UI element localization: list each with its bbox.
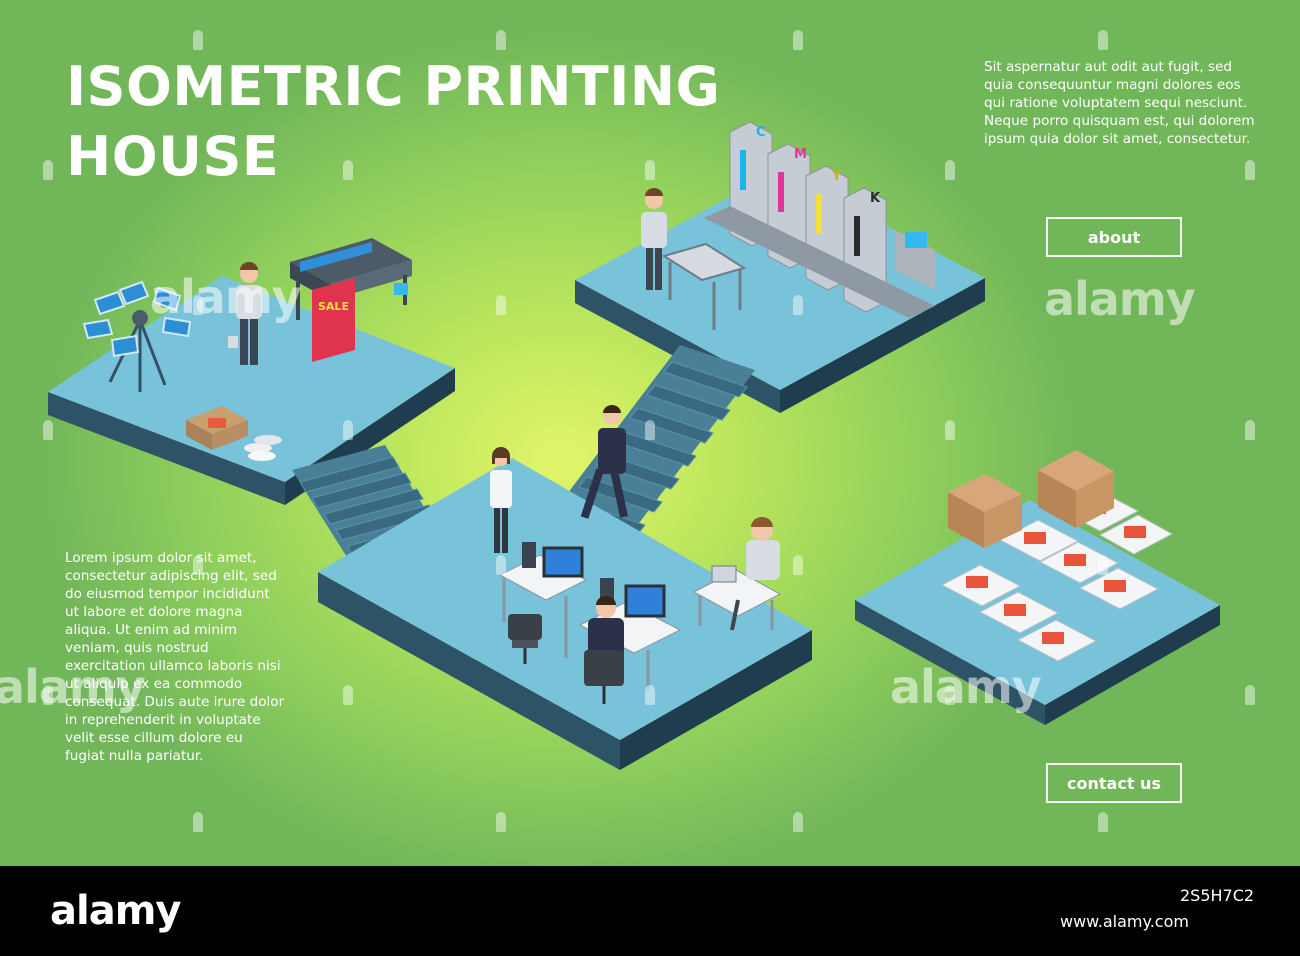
watermark: alamy	[890, 660, 1042, 714]
cmyk-label-k: K	[870, 191, 881, 206]
stock-footer: alamy 2S5H7C2 www.alamy.com	[0, 866, 1300, 956]
watermark-mark	[193, 812, 203, 832]
page-title: ISOMETRIC PRINTING HOUSE	[66, 52, 766, 192]
worker-figure	[228, 262, 262, 365]
watermark-mark	[793, 30, 803, 50]
light-table	[661, 242, 747, 330]
title-line-1: ISOMETRIC PRINTING	[66, 55, 721, 118]
watermark-mark	[1098, 30, 1108, 50]
press-operator-figure	[641, 188, 667, 290]
watermark: alamy	[150, 270, 302, 324]
watermark-mark	[1245, 160, 1255, 180]
watermark-mark	[43, 420, 53, 440]
body-paragraph: Lorem ipsum dolor sit amet, consectetur …	[65, 550, 285, 764]
watermark-mark	[793, 812, 803, 832]
watermark-mark	[793, 555, 803, 575]
watermark-mark	[496, 555, 506, 575]
cmyk-offset-press: C M Y K	[704, 121, 935, 318]
screen-printing-press	[82, 280, 192, 392]
watermark-mark	[645, 685, 655, 705]
watermark-mark	[343, 685, 353, 705]
watermark-mark	[645, 420, 655, 440]
watermark-mark	[945, 685, 955, 705]
cardboard-boxes	[948, 450, 1114, 548]
about-button[interactable]: about	[1046, 217, 1182, 257]
open-box	[186, 406, 248, 450]
watermark-mark	[193, 30, 203, 50]
cmyk-label-m: M	[794, 147, 807, 162]
watermark-mark	[43, 160, 53, 180]
cmyk-label-y: Y	[831, 169, 842, 184]
watermark-mark	[645, 160, 655, 180]
laptop-worker-figure	[730, 517, 780, 631]
desk-right	[692, 565, 782, 630]
watermark-mark	[343, 160, 353, 180]
footer-url[interactable]: www.alamy.com	[1060, 912, 1189, 931]
watermark-mark	[43, 685, 53, 705]
office-chair-left	[508, 614, 542, 664]
businessman-figure	[580, 405, 628, 519]
watermark-mark	[945, 420, 955, 440]
watermark-mark	[1098, 555, 1108, 575]
intro-paragraph: Sit aspernatur aut odit aut fugit, sed q…	[984, 59, 1255, 147]
watermark-mark	[193, 295, 203, 315]
watermark-mark	[1245, 685, 1255, 705]
woman-with-phone-figure	[490, 447, 512, 553]
paper-rolls	[244, 435, 282, 461]
watermark-mark	[496, 30, 506, 50]
watermark: alamy	[1044, 272, 1196, 326]
contact-us-button[interactable]: contact us	[1046, 763, 1182, 803]
wide-format-printer: SALE	[290, 238, 412, 362]
poster-background: ISOMETRIC PRINTING HOUSE Sit aspernatur …	[0, 0, 1300, 866]
watermark-mark	[496, 295, 506, 315]
banner-text: SALE	[318, 300, 349, 313]
seated-worker-center	[584, 596, 624, 704]
watermark-mark	[343, 420, 353, 440]
watermark-mark	[1098, 812, 1108, 832]
desk-left	[498, 542, 588, 658]
cmyk-label-c: C	[756, 125, 766, 140]
watermark-mark	[1245, 420, 1255, 440]
watermark-mark	[496, 812, 506, 832]
watermark-mark	[193, 555, 203, 575]
footer-image-id: 2S5H7C2	[1180, 886, 1255, 905]
watermark: alamy	[0, 660, 146, 714]
isometric-scene: SALE C M Y K	[48, 121, 1220, 770]
watermark-mark	[793, 295, 803, 315]
footer-logo: alamy	[50, 888, 181, 934]
title-line-2: HOUSE	[66, 125, 280, 188]
watermark-mark	[945, 160, 955, 180]
